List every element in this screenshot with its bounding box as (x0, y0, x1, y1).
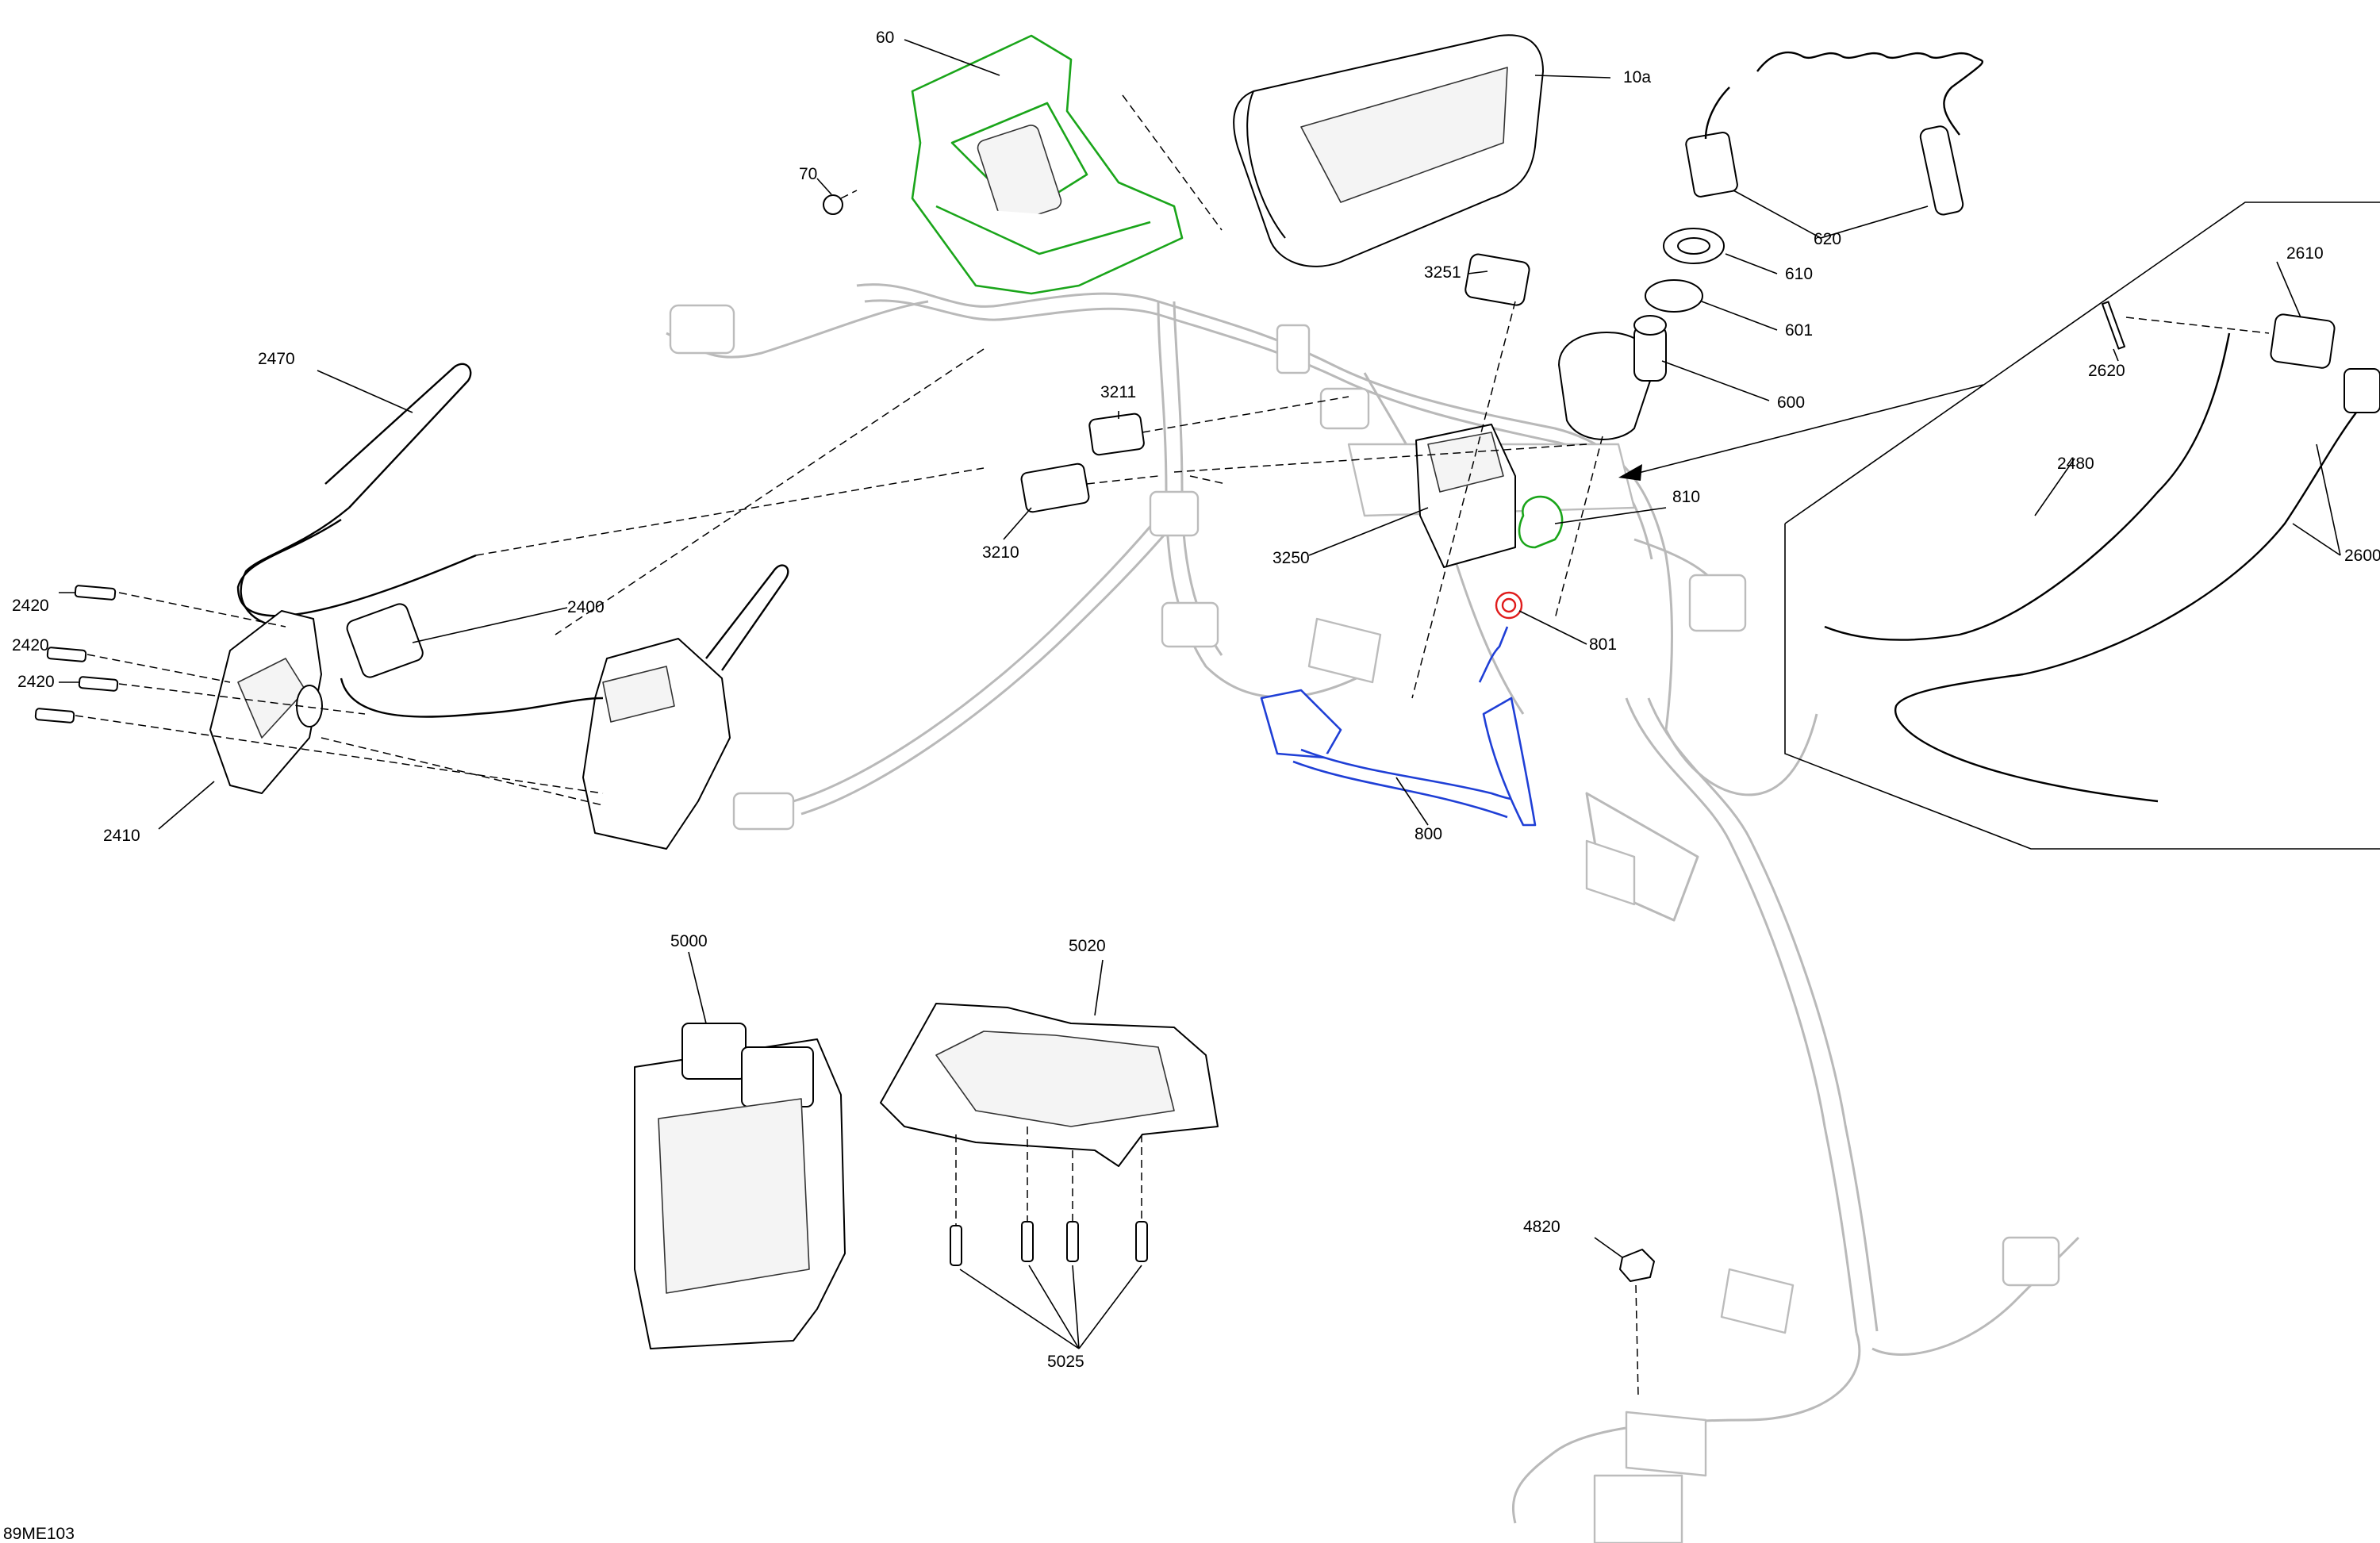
ecm-cover-5020 (880, 1003, 1219, 1167)
callout-3250: 3250 (1273, 549, 1310, 567)
callout-810: 810 (1672, 488, 1700, 506)
leader-lines (59, 39, 2341, 1349)
steering-cable-2470 (236, 363, 477, 628)
inset-frame (1784, 202, 2380, 850)
connector-3210 (1020, 463, 1090, 513)
callout-2420-a: 2420 (12, 597, 49, 615)
callout-3251: 3251 (1424, 263, 1461, 282)
inset-arrow (1626, 384, 1984, 477)
callout-2480: 2480 (2057, 455, 2094, 473)
wire-800 (1260, 626, 1537, 827)
callout-2600: 2600 (2344, 547, 2380, 565)
callout-4820: 4820 (1523, 1218, 1560, 1236)
callout-2420-b: 2420 (12, 636, 49, 654)
callout-5000: 5000 (670, 932, 708, 950)
callout-600: 600 (1777, 393, 1805, 412)
nut-801 (1495, 591, 1523, 620)
assembly-lines (75, 94, 2270, 1397)
callout-labels: 60 70 10a 620 610 601 600 3251 3211 3210… (3, 29, 2380, 1543)
inset-parts (1824, 301, 2380, 803)
diagram-code: 89ME103 (3, 1525, 75, 1543)
ground-stud-810 (1518, 495, 1564, 549)
screw-70 (823, 194, 843, 215)
callout-601: 601 (1785, 321, 1813, 340)
callout-610: 610 (1785, 265, 1813, 283)
callout-3210: 3210 (982, 543, 1019, 562)
screws-5025 (950, 1221, 1148, 1266)
cover-3251 (1464, 253, 1530, 306)
callout-2410: 2410 (103, 827, 140, 845)
ignition-switch-600 (1558, 315, 1667, 440)
nut-4820 (1619, 1249, 1655, 1282)
callout-800: 800 (1415, 825, 1442, 843)
switch-assembly-2400 (340, 564, 789, 850)
callout-10a: 10a (1623, 68, 1651, 86)
tether-cord (1685, 51, 1984, 216)
washer-601 (1645, 279, 1703, 313)
callout-2620: 2620 (2088, 362, 2125, 380)
switch-housing-2410 (209, 610, 323, 794)
callout-5025: 5025 (1047, 1353, 1084, 1371)
instrument-cluster (1233, 34, 1544, 267)
callout-620: 620 (1814, 230, 1841, 248)
instrument-bracket (911, 34, 1184, 295)
callout-801: 801 (1589, 635, 1617, 654)
callout-70: 70 (799, 165, 817, 183)
nut-610-hole (1677, 237, 1710, 255)
callout-60: 60 (876, 29, 894, 47)
callout-3211: 3211 (1100, 383, 1136, 401)
callout-2610: 2610 (2286, 244, 2324, 263)
callout-2420-c: 2420 (17, 673, 55, 691)
inset-arrow-head (1618, 464, 1642, 481)
switch-3250 (1415, 424, 1516, 568)
ecm-5000 (634, 1023, 846, 1349)
connector-3211 (1088, 413, 1145, 456)
callout-2400: 2400 (567, 598, 605, 616)
callout-5020: 5020 (1069, 937, 1106, 955)
callout-2470: 2470 (258, 350, 295, 368)
screws-2420 (34, 585, 119, 724)
main-wiring-harness (666, 283, 2080, 1543)
